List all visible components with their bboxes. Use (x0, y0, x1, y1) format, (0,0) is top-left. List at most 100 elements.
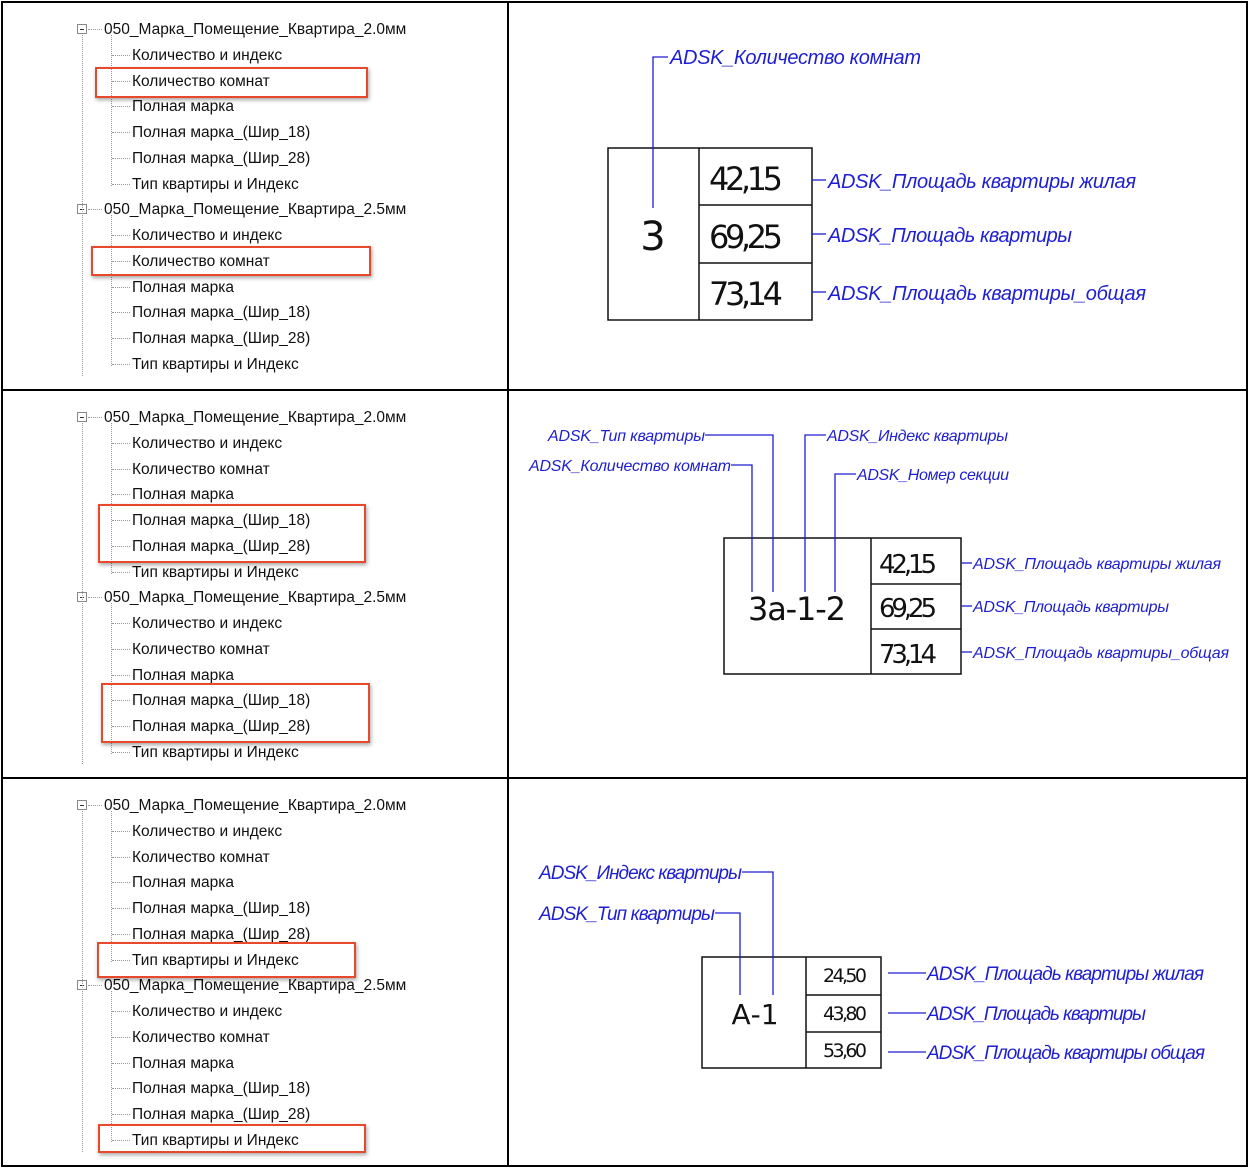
leader-label-area: ADSK_Площадь квартиры (926, 1004, 1146, 1025)
area-total-value: 53,60 (823, 1040, 867, 1062)
tree-connector (112, 908, 130, 909)
tree-connector (112, 571, 130, 573)
tree-connector (112, 312, 130, 314)
tree-connector (112, 286, 130, 288)
tree-child-item[interactable]: Полная марка (132, 98, 234, 116)
tree-child-item[interactable]: Количество и индекс (132, 1003, 283, 1020)
tree-child-item[interactable]: Полная марка_(Шир_18) (132, 124, 311, 141)
tree-child-item[interactable]: Количество и индекс (132, 227, 283, 244)
leader-label-index: ADSK_Индекс квартиры (538, 863, 742, 884)
tree-connector (88, 417, 102, 418)
tree-group-item[interactable]: 050_Марка_Помещение_Квартира_2.5мм (104, 201, 407, 219)
highlight-box (91, 246, 371, 276)
leader-label-area-living: ADSK_Площадь квартиры жилая (926, 964, 1204, 985)
column-divider (507, 1, 509, 1167)
tree-connector (112, 494, 130, 496)
tree-group-item[interactable]: 050_Марка_Помещение_Квартира_2.0мм (104, 21, 407, 38)
highlight-box (101, 683, 370, 743)
tree-child-item[interactable]: Количество и индекс (132, 615, 283, 632)
leader-label-area-total: ADSK_Площадь квартиры общая (926, 1043, 1205, 1064)
tag-diagram-3: А-1 24,50 43,80 53,60 ADSK_Индекс кварти… (538, 863, 1205, 1069)
tree-child-item[interactable]: Полная марка (132, 486, 234, 504)
tree-connector (112, 830, 130, 832)
tree-child-item[interactable]: Количество комнат (132, 72, 270, 90)
tree-connector (112, 726, 130, 727)
tree-child-item[interactable]: Количество комнат (132, 252, 270, 270)
area-living-value: 24,50 (823, 965, 867, 987)
tree-connector (111, 423, 112, 574)
tree-connector (111, 215, 112, 366)
leader-label-index: ADSK_Индекс квартиры (826, 428, 1008, 445)
tree-child-item[interactable]: Количество комнат (132, 848, 270, 866)
tree-child-item[interactable]: Полная марка_(Шир_18) (132, 512, 311, 529)
tree-child-item[interactable]: Полная марка_(Шир_28) (132, 149, 311, 167)
tree-child-item[interactable]: Количество и индекс (132, 46, 283, 64)
tree-child-item[interactable]: Полная марка_(Шир_28) (132, 330, 311, 347)
tree-child-item[interactable]: Полная марка (132, 1054, 234, 1072)
collapse-toggle-icon[interactable] (77, 800, 87, 810)
tree-child-item[interactable]: Количество и индекс (132, 822, 283, 840)
tree-connector (111, 603, 112, 754)
tree-child-item[interactable]: Тип квартиры и Индекс (132, 743, 299, 761)
tree-group-item[interactable]: 050_Марка_Помещение_Квартира_2.5мм (104, 589, 407, 607)
tree-child-item[interactable]: Полная марка_(Шир_28) (132, 925, 311, 943)
tree-connector (112, 132, 130, 133)
tree-connector (112, 260, 130, 262)
leader-label-area-living: ADSK_Площадь квартиры жилая (827, 171, 1136, 193)
tree-connector (88, 805, 102, 806)
row-divider (1, 777, 1248, 779)
tree-child-item[interactable]: Полная марка_(Шир_28) (132, 1106, 311, 1123)
tree-child-item[interactable]: Количество комнат (132, 1028, 270, 1046)
leader-label-area-total: ADSK_Площадь квартиры_общая (972, 645, 1229, 662)
tree-child-item[interactable]: Полная марка_(Шир_28) (132, 718, 311, 735)
tree-child-item[interactable]: Полная марка (132, 278, 234, 296)
tree-child-item[interactable]: Количество комнат (132, 460, 270, 478)
tag-main-value: А-1 (731, 998, 778, 1031)
leader-label-area: ADSK_Площадь квартиры (972, 599, 1169, 616)
tree-connector (112, 1036, 130, 1038)
tree-connector (112, 235, 130, 236)
tree-child-item[interactable]: Тип квартиры и Индекс (132, 175, 299, 193)
leader-label-section: ADSK_Номер секции (856, 467, 1009, 484)
tree-connector (112, 442, 130, 444)
tree-child-item[interactable]: Количество и индекс (132, 434, 283, 452)
tree-child-item[interactable]: Тип квартиры и Индекс (132, 563, 299, 581)
leader-label-area: ADSK_Площадь квартиры (827, 225, 1072, 247)
tree-connector (112, 183, 130, 185)
collapse-toggle-icon[interactable] (77, 412, 87, 422)
tree-group-item[interactable]: 050_Марка_Помещение_Квартира_2.0мм (104, 409, 407, 426)
tree-connector (112, 674, 130, 676)
tree-child-item[interactable]: Полная марка (132, 666, 234, 684)
area-living-value: 42,15 (709, 160, 783, 198)
tree-child-item[interactable]: Тип квартиры и Индекс (132, 1131, 299, 1149)
tree-connector (112, 959, 130, 961)
tree-connector (112, 1062, 130, 1064)
tree-child-item[interactable]: Тип квартиры и Индекс (132, 951, 299, 969)
tree-connector (112, 648, 130, 650)
tag-box (701, 956, 882, 1069)
collapse-toggle-icon[interactable] (77, 24, 87, 34)
tree-connector (112, 468, 130, 470)
tree-child-item[interactable]: Полная марка_(Шир_18) (132, 1080, 311, 1098)
tree-child-item[interactable]: Количество комнат (132, 640, 270, 658)
leader-label-area-living: ADSK_Площадь квартиры жилая (972, 556, 1221, 573)
tree-group-item[interactable]: 050_Марка_Помещение_Квартира_2.0мм (104, 797, 407, 814)
tree-child-item[interactable]: Тип квартиры и Индекс (132, 355, 299, 373)
tree-child-item[interactable]: Полная марка (132, 874, 234, 892)
tree-group-item[interactable]: 050_Марка_Помещение_Квартира_2.5мм (104, 977, 407, 995)
tree-connector (88, 29, 102, 30)
tree-child-item[interactable]: Полная марка_(Шир_18) (132, 304, 311, 322)
tree-connector (112, 751, 130, 753)
area-living-value: 42,15 (879, 550, 937, 580)
tree-child-item[interactable]: Полная марка_(Шир_18) (132, 900, 311, 917)
tree-connector (82, 423, 83, 764)
tree-connector (112, 363, 130, 365)
tree-child-item[interactable]: Полная марка_(Шир_28) (132, 537, 311, 555)
area-total-value: 73,14 (879, 640, 937, 670)
tree-connector (112, 623, 130, 624)
tree-connector (112, 933, 130, 935)
tree-child-item[interactable]: Полная марка_(Шир_18) (132, 692, 311, 710)
